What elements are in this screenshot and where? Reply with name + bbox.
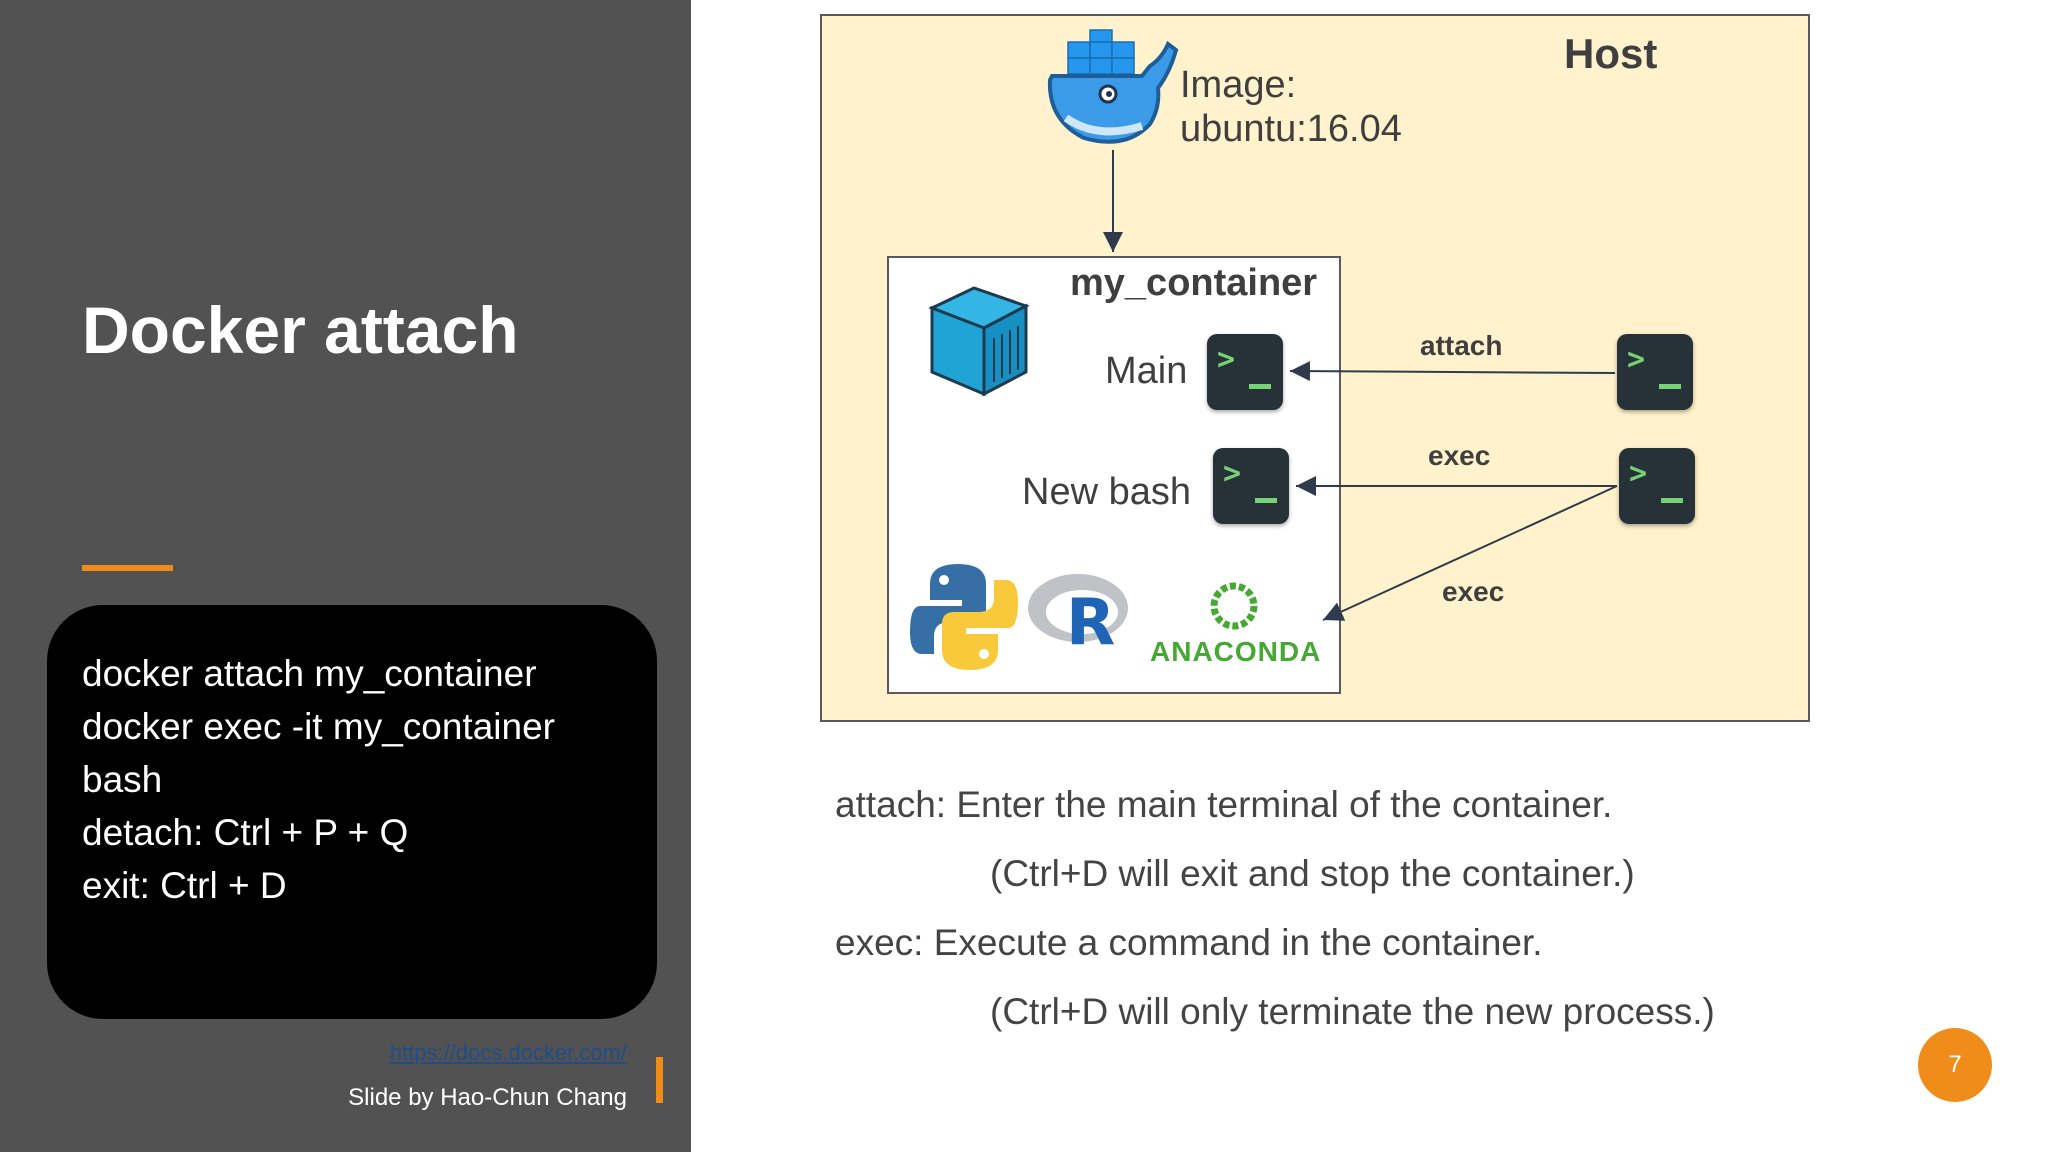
slide-credit: Slide by Hao-Chun Chang [348, 1084, 627, 1111]
command-line: docker exec -it my_container [82, 706, 555, 747]
command-line: detach: Ctrl + P + Q [82, 812, 409, 853]
terminal-icon: > [1207, 334, 1283, 410]
terminal-icon: > [1617, 334, 1693, 410]
anaconda-label: ANACONDA [1150, 636, 1322, 667]
attach-description: attach: Enter the main terminal of the c… [835, 784, 1613, 825]
title-accent-bar [82, 565, 173, 571]
image-label: Image: [1180, 64, 1297, 106]
attach-arrow [1289, 361, 1616, 382]
slide-title: Docker attach [82, 293, 519, 367]
command-box: docker attach my_container docker exec -… [47, 605, 657, 1019]
container-label: my_container [1070, 262, 1318, 304]
main-process-label: Main [1105, 350, 1188, 392]
page-number: 7 [1918, 1028, 1992, 1102]
r-logo-letter: R [1066, 586, 1117, 660]
terminal-icon: > [1619, 448, 1695, 524]
host-label: Host [1564, 30, 1658, 77]
command-line: bash [82, 759, 163, 800]
attach-arrow-label: attach [1420, 330, 1503, 361]
exec-arrow-label: exec [1442, 576, 1505, 607]
new-bash-label: New bash [1022, 471, 1191, 513]
footer-accent-bar [656, 1057, 663, 1103]
docs-link[interactable]: https://docs.docker.com/ [389, 1040, 627, 1065]
command-line: exit: Ctrl + D [82, 865, 287, 906]
exec-arrow-label: exec [1428, 440, 1491, 471]
terminal-icon: > [1213, 448, 1289, 524]
exec-note: (Ctrl+D will only terminate the new proc… [990, 991, 1715, 1032]
command-line: docker attach my_container [82, 653, 537, 694]
exec-arrow [1322, 485, 1618, 621]
image-tag-label: ubuntu:16.04 [1180, 108, 1402, 150]
attach-note: (Ctrl+D will exit and stop the container… [990, 853, 1635, 894]
exec-description: exec: Execute a command in the container… [835, 922, 1543, 963]
